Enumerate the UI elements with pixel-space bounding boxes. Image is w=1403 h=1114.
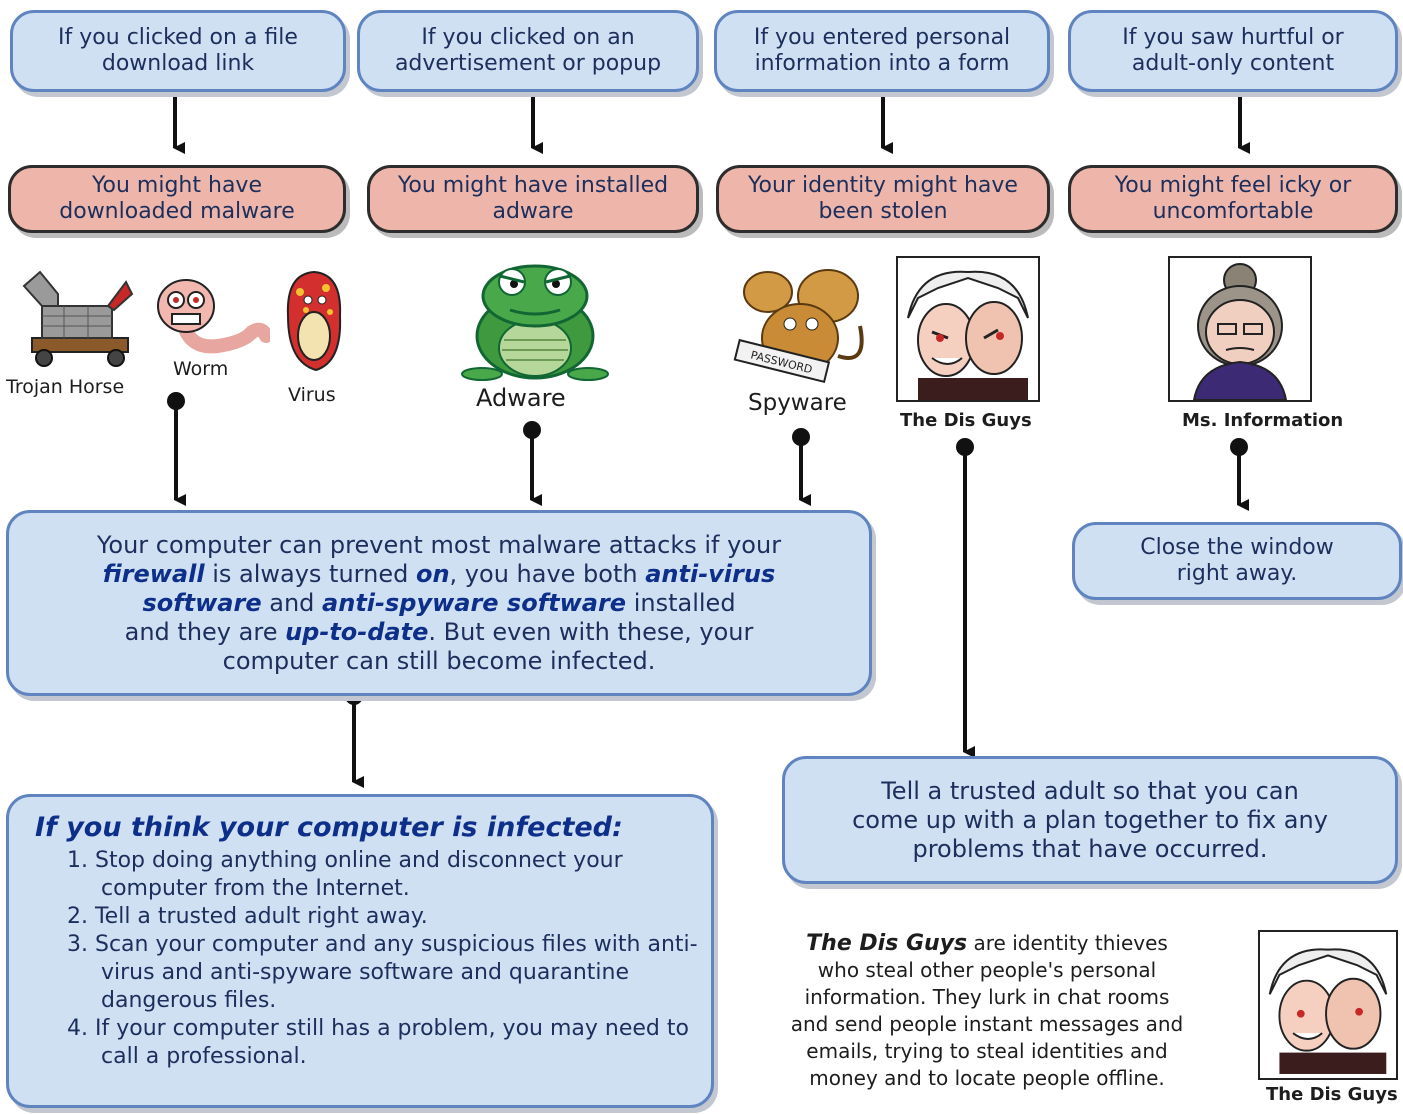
prevention-line: computer can still become infected. <box>222 646 656 675</box>
trigger-file-download: If you clicked on a file download link <box>10 10 346 92</box>
outcome-uncomfortable: You might feel icky or uncomfortable <box>1068 165 1398 233</box>
outcome-identity: Your identity might have been stolen <box>716 165 1050 233</box>
trojan-horse-icon <box>22 270 134 367</box>
note-line: who steal other people's personal <box>817 958 1157 982</box>
prevention-emphasis: anti-virus <box>645 559 776 588</box>
trigger-line: If you saw hurtful or <box>1122 25 1344 50</box>
trigger-line: download link <box>101 51 255 76</box>
prevention-text: and they are <box>124 617 286 646</box>
dis-guys-note: The Dis Guys are identity thieves who st… <box>742 930 1232 1092</box>
prevention-text: is always turned <box>204 559 416 588</box>
trigger-line: If you clicked on an <box>421 25 635 50</box>
prevention-text: installed <box>626 588 736 617</box>
prevention-emphasis: anti-spyware software <box>322 588 627 617</box>
outcome-malware: You might have downloaded malware <box>8 165 346 233</box>
note-text: are identity thieves <box>967 931 1168 955</box>
dis-guys-icon <box>907 270 1029 400</box>
spyware-icon: PASSWORD <box>733 269 864 384</box>
outcome-line: Your identity might have <box>748 173 1018 198</box>
note-name: The Dis Guys <box>806 931 968 956</box>
note-line: The Dis Guys are identity thieves <box>742 930 1232 957</box>
adware-caption: Adware <box>476 384 566 412</box>
dis-guys-small-caption: The Dis Guys <box>1266 1084 1398 1105</box>
virus-icon <box>286 270 342 372</box>
dis-guys-small-icon <box>1268 948 1388 1074</box>
virus-caption: Virus <box>288 384 336 406</box>
outcome-line: uncomfortable <box>1152 199 1314 224</box>
dis-guys-portrait <box>896 256 1040 402</box>
infected-steps-box: If you think your computer is infected: … <box>6 794 714 1108</box>
prevention-emphasis: on <box>415 559 450 588</box>
trigger-line: advertisement or popup <box>394 51 662 76</box>
outcome-line: downloaded malware <box>59 199 295 224</box>
ms-information-portrait <box>1168 256 1312 402</box>
infected-heading: If you think your computer is infected: <box>35 812 623 843</box>
prevention-text: . But even with these, your <box>428 617 754 646</box>
note-line: information. They lurk in chat rooms <box>804 985 1170 1009</box>
outcome-adware: You might have installed adware <box>367 165 699 233</box>
note-line: emails, trying to steal identities and <box>806 1039 1168 1063</box>
adware-frog-icon <box>461 264 609 381</box>
ms-information-icon <box>1192 263 1288 401</box>
prevention-box: Your computer can prevent most malware a… <box>6 510 872 696</box>
outcome-line: You might have <box>92 173 262 198</box>
note-line: and send people instant messages and <box>790 1012 1184 1036</box>
infected-step: 2. Tell a trusted adult right away. <box>67 904 428 929</box>
outcome-line: adware <box>492 199 574 224</box>
tell-adult-line: Tell a trusted adult so that you can <box>881 776 1299 805</box>
dis-guys-caption: The Dis Guys <box>900 410 1032 431</box>
outcome-line: You might have installed <box>397 173 669 198</box>
outcome-line: been stolen <box>818 199 948 224</box>
spyware-caption: Spyware <box>748 390 847 416</box>
prevention-text: , you have both <box>449 559 646 588</box>
prevention-line: software and anti-spyware software insta… <box>142 589 735 618</box>
tell-adult-box: Tell a trusted adult so that you can com… <box>782 756 1398 884</box>
tell-adult-line: problems that have occurred. <box>912 834 1268 863</box>
outcome-line: You might feel icky or <box>1114 173 1352 198</box>
ms-information-caption: Ms. Information <box>1182 410 1344 431</box>
prevention-line: firewall is always turned on, you have b… <box>103 560 776 589</box>
prevention-line: and they are up-to-date. But even with t… <box>125 618 754 647</box>
trigger-line: If you entered personal <box>753 25 1011 50</box>
prevention-line: Your computer can prevent most malware a… <box>96 530 782 559</box>
worm-icon <box>157 279 270 354</box>
close-window-line: right away. <box>1176 561 1298 586</box>
worm-caption: Worm <box>173 358 229 380</box>
trigger-hurtful-content: If you saw hurtful or adult-only content <box>1068 10 1398 92</box>
trojan-horse-caption: Trojan Horse <box>6 376 125 398</box>
infected-step: 3. Scan your computer and any suspicious… <box>67 932 698 1013</box>
close-window-box: Close the window right away. <box>1072 522 1402 600</box>
tell-adult-line: come up with a plan together to fix any <box>852 805 1328 834</box>
trigger-line: adult-only content <box>1131 51 1335 76</box>
prevention-emphasis: firewall <box>102 559 205 588</box>
infected-step: 4. If your computer still has a problem,… <box>67 1016 689 1069</box>
infected-step: 1. Stop doing anything online and discon… <box>67 848 623 901</box>
trigger-line: If you clicked on a file <box>58 25 298 50</box>
prevention-text: and <box>261 588 323 617</box>
prevention-emphasis: up-to-date <box>285 617 429 646</box>
trigger-line: information into a form <box>754 51 1010 76</box>
note-line: money and to locate people offline. <box>809 1066 1165 1090</box>
close-window-line: Close the window <box>1140 535 1334 560</box>
trigger-personal-info: If you entered personal information into… <box>714 10 1050 92</box>
prevention-emphasis: software <box>142 588 262 617</box>
trigger-advertisement: If you clicked on an advertisement or po… <box>357 10 699 92</box>
dis-guys-portrait-small <box>1258 930 1398 1080</box>
